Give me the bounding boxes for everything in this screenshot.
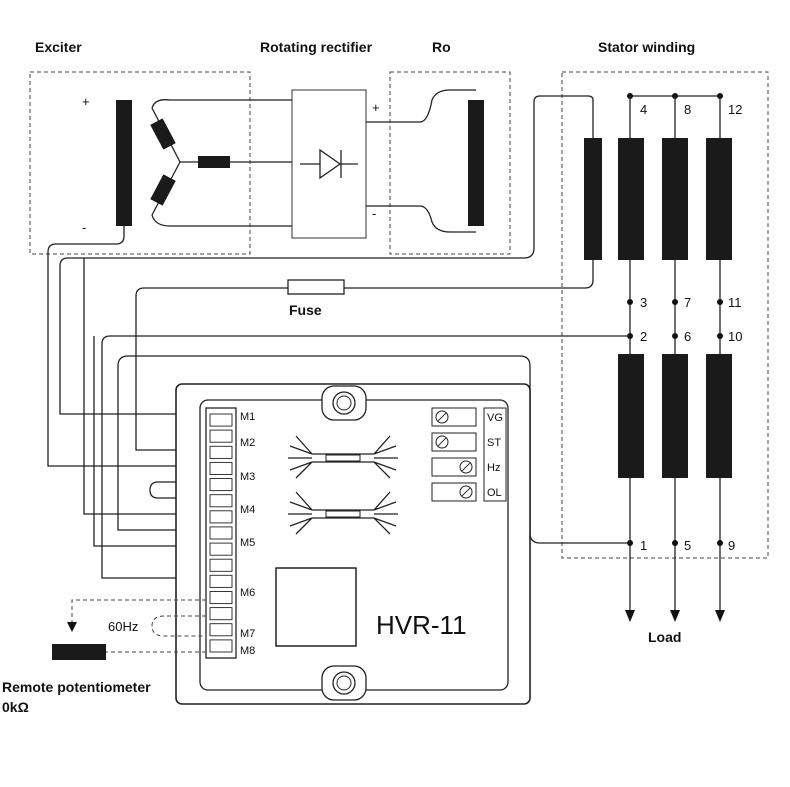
exciter-box	[29, 71, 251, 255]
terminal-slot[interactable]	[209, 558, 233, 572]
rotor-minus: -	[372, 206, 376, 221]
exciter-title: Exciter	[35, 39, 82, 55]
stator-term-3: 3	[640, 295, 647, 310]
terminal-slot[interactable]	[209, 607, 233, 621]
remote-pot-label: Remote potentiometer	[2, 679, 151, 695]
terminal-strip	[205, 407, 237, 659]
stator-term-4: 4	[640, 102, 647, 117]
switch-label-vg: VG	[487, 412, 503, 424]
terminal-slot[interactable]	[209, 526, 233, 540]
terminal-m6: M6	[240, 587, 255, 599]
remote-potentiometer[interactable]	[52, 644, 106, 660]
heatsink-icon-1	[288, 435, 398, 479]
terminal-m1: M1	[240, 411, 255, 423]
stator-term-8: 8	[684, 102, 691, 117]
terminal-m4: M4	[240, 504, 255, 516]
stator-box	[561, 71, 769, 559]
stator-sense-winding	[584, 138, 602, 260]
stator-term-10: 10	[728, 329, 742, 344]
terminal-slot[interactable]	[209, 494, 233, 508]
terminal-slot[interactable]	[209, 445, 233, 459]
mounting-hole-top-icon	[321, 385, 367, 421]
switch-label-st: ST	[487, 437, 501, 449]
mounting-hole-bottom-icon	[321, 665, 367, 701]
fuse-label: Fuse	[289, 302, 322, 318]
load-label: Load	[648, 629, 681, 645]
rotating-rectifier-title: Rotating rectifier	[260, 39, 373, 55]
switch-ol-icon[interactable]	[431, 482, 477, 502]
stator-coil-lower-1	[618, 354, 644, 478]
stator-term-2: 2	[640, 329, 647, 344]
pot-st-icon[interactable]	[431, 432, 477, 452]
rotor-box	[389, 71, 511, 255]
heatsink-icon-2	[288, 491, 398, 535]
terminal-slot[interactable]	[209, 510, 233, 524]
terminal-slot[interactable]	[209, 429, 233, 443]
stator-coil-lower-2	[662, 354, 688, 478]
stator-term-5: 5	[684, 538, 691, 553]
stator-term-1: 1	[640, 538, 647, 553]
terminal-slot[interactable]	[209, 623, 233, 637]
transformer-block	[275, 567, 357, 647]
rotating-rectifier-box	[291, 89, 367, 239]
remote-pot-wiper-arrow-icon	[67, 622, 77, 632]
freq-jumper-label: 60Hz	[108, 619, 138, 634]
terminal-slot[interactable]	[209, 542, 233, 556]
terminal-m5: M5	[240, 537, 255, 549]
exciter-plus: +	[82, 94, 90, 109]
rotor-title: Ro	[432, 39, 451, 55]
rotor-plus: +	[372, 100, 380, 115]
terminal-m2: M2	[240, 437, 255, 449]
switch-label-strip	[483, 407, 507, 502]
terminal-slot[interactable]	[209, 574, 233, 588]
stator-winding-title: Stator winding	[598, 39, 695, 55]
terminal-m3: M3	[240, 471, 255, 483]
exciter-field-winding	[116, 100, 132, 226]
switch-label-ol: OL	[487, 487, 502, 499]
terminal-slot[interactable]	[209, 413, 233, 427]
terminal-m8: M8	[240, 645, 255, 657]
terminal-slot[interactable]	[209, 478, 233, 492]
stator-term-9: 9	[728, 538, 735, 553]
switch-label-hz: Hz	[487, 462, 500, 474]
rotor-field-winding	[468, 100, 484, 226]
terminal-slot[interactable]	[209, 639, 233, 653]
pot-vg-icon[interactable]	[431, 407, 477, 427]
stator-term-12: 12	[728, 102, 742, 117]
stator-term-11: 11	[728, 295, 742, 310]
exciter-minus: -	[82, 220, 86, 235]
exciter-armature-star	[150, 99, 250, 227]
switch-hz-icon[interactable]	[431, 457, 477, 477]
terminal-m7: M7	[240, 628, 255, 640]
stator-term-7: 7	[684, 295, 691, 310]
stator-term-6: 6	[684, 329, 691, 344]
stator-coil-upper-3	[706, 138, 732, 260]
stator-coil-upper-1	[618, 138, 644, 260]
fuse	[287, 279, 345, 295]
remote-pot-value: 0kΩ	[2, 699, 29, 715]
terminal-slot[interactable]	[209, 591, 233, 605]
stator-coil-upper-2	[662, 138, 688, 260]
load-arrows-icon	[625, 610, 725, 622]
model-label: HVR-11	[376, 610, 467, 640]
terminal-slot[interactable]	[209, 461, 233, 475]
stator-coil-lower-3	[706, 354, 732, 478]
diode-icon	[300, 148, 358, 180]
